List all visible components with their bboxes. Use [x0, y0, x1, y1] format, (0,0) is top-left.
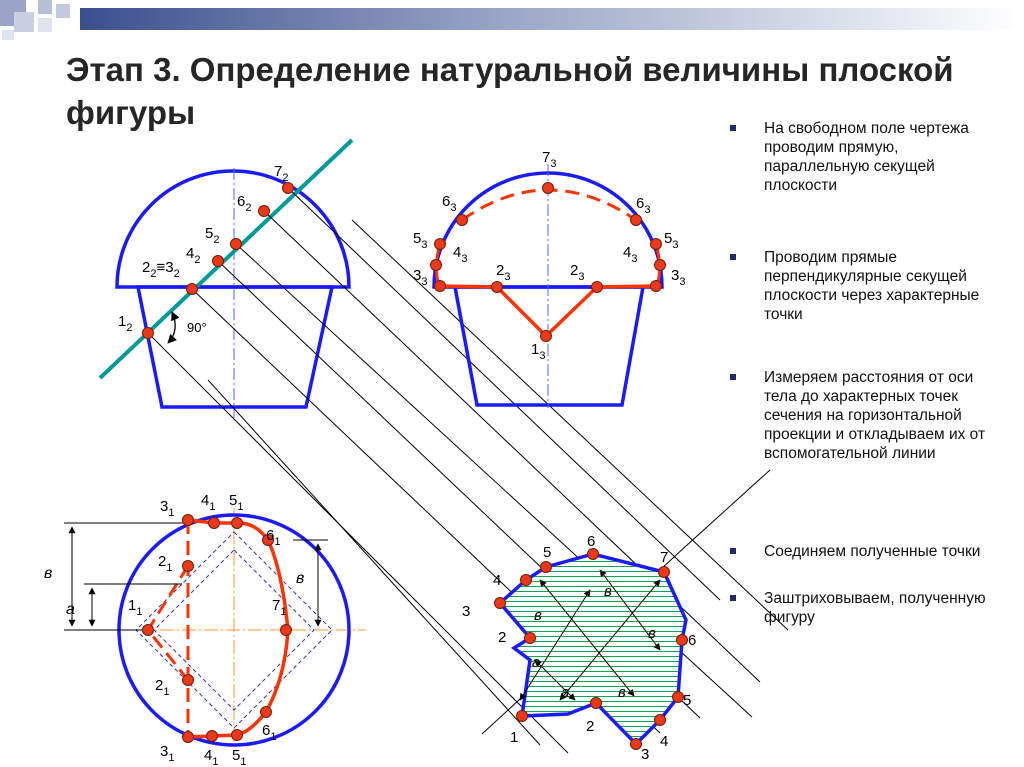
bullet-text: Заштриховываем, полученную фигуру [764, 590, 986, 626]
point-labels: 72 62 52 42 22≡32 12 73 63 63 53 53 43 4… [44, 149, 696, 767]
bullet-item: Измеряем расстояния от оси тела до харак… [730, 368, 1000, 463]
label-2-3-right: 23 [570, 262, 584, 283]
label-4-1-bottom: 41 [204, 747, 218, 767]
label-3-1-bottom: 31 [160, 743, 174, 764]
label-5-2: 52 [205, 225, 219, 246]
label-6-3-left: 63 [442, 193, 456, 214]
side-body [452, 285, 646, 407]
label-7-2: 72 [274, 163, 288, 184]
section-dim-b2: в [604, 583, 612, 600]
label-1-1: 11 [128, 597, 142, 618]
top-dashed-square-outer [135, 531, 333, 729]
bullet-text: На свободном поле чертежа проводим пряму… [764, 120, 969, 194]
bullet-item: Соединяем полученные точки [730, 542, 1000, 561]
label-3-1-top: 31 [160, 498, 174, 519]
section-label-4b: 4 [660, 733, 668, 750]
label-7-1: 71 [272, 597, 286, 618]
bullet-marker [730, 254, 736, 260]
bullet-marker [730, 548, 736, 554]
section-label-2a: 2 [498, 629, 506, 646]
label-6-3-right: 63 [636, 195, 650, 216]
label-2-3-2: 22≡32 [142, 259, 180, 280]
label-2-1-top: 21 [158, 553, 172, 574]
bullet-marker [730, 595, 736, 601]
bullet-text: Проводим прямые перпендикулярные секущей… [764, 249, 980, 323]
label-4-2: 42 [186, 245, 200, 266]
label-5-3-right: 53 [664, 230, 678, 251]
label-5-1-top: 51 [229, 492, 243, 513]
bullet-text: Соединяем полученные точки [764, 543, 981, 560]
header-decoration [0, 0, 1024, 40]
top-section-curve [187, 518, 290, 739]
bullet-marker [730, 125, 736, 131]
bullet-marker [730, 374, 736, 380]
page-title: Этап 3. Определение натуральной величины… [66, 51, 954, 131]
label-4-1-top: 41 [201, 492, 215, 513]
label-1-2: 12 [118, 313, 132, 334]
section-dim-b3: в [648, 625, 656, 642]
section-label-4a: 4 [493, 572, 501, 589]
label-3-3-right: 33 [671, 267, 685, 288]
angle-label: 90° [187, 320, 207, 335]
label-7-3: 73 [542, 149, 556, 170]
label-6-1-top: 61 [266, 527, 280, 548]
cutting-plane-line [98, 138, 354, 380]
front-dome [115, 169, 351, 289]
section-label-3a: 3 [462, 603, 470, 620]
dimension-lines [64, 522, 328, 631]
front-body [135, 285, 335, 409]
section-label-6b: 6 [688, 632, 696, 649]
label-5-3-left: 53 [413, 230, 427, 251]
projection-lines [147, 187, 789, 754]
dim-label-b-right: в [296, 570, 304, 587]
top-section-left [146, 565, 190, 681]
label-2-3-left: 23 [496, 262, 510, 283]
section-label-7: 7 [660, 549, 668, 566]
section-label-5a: 5 [543, 544, 551, 561]
bullet-item: Проводим прямые перпендикулярные секущей… [730, 248, 1000, 324]
bullet-item: На свободном поле чертежа проводим пряму… [730, 119, 1000, 195]
side-section-dashed-arc [461, 188, 637, 222]
label-5-1-bottom: 51 [232, 747, 246, 767]
section-dimension-lines [519, 569, 661, 701]
section-label-3b: 3 [641, 746, 649, 763]
label-6-2: 62 [237, 193, 251, 214]
top-view [64, 508, 366, 752]
front-view: 90° [98, 138, 354, 418]
section-label-1: 1 [510, 729, 518, 746]
section-label-5b: 5 [683, 692, 691, 709]
label-3-3-left: 33 [413, 267, 427, 288]
side-view [432, 164, 664, 408]
section-dim-a1: а [532, 654, 540, 671]
label-2-1-bottom: 21 [155, 677, 169, 698]
label-6-1-bottom: 61 [262, 722, 276, 743]
section-dim-a2: а [561, 684, 569, 701]
section-dim-b1: в [534, 607, 542, 624]
section-label-2b: 2 [586, 718, 594, 735]
right-angle-arc [167, 311, 180, 344]
bullet-item: Заштриховываем, полученную фигуру [730, 589, 1000, 627]
label-1-3: 13 [531, 341, 545, 362]
section-label-6a: 6 [587, 533, 595, 550]
dim-label-b: в [44, 565, 52, 582]
top-dashed-square-inner [153, 549, 315, 711]
label-4-3-left: 43 [453, 244, 467, 265]
marker-points [142, 182, 688, 750]
bullet-text: Измеряем расстояния от оси тела до харак… [764, 369, 986, 462]
label-4-3-right: 43 [623, 244, 637, 265]
dim-label-a: а [66, 601, 75, 618]
section-dim-b4: в [618, 684, 626, 701]
